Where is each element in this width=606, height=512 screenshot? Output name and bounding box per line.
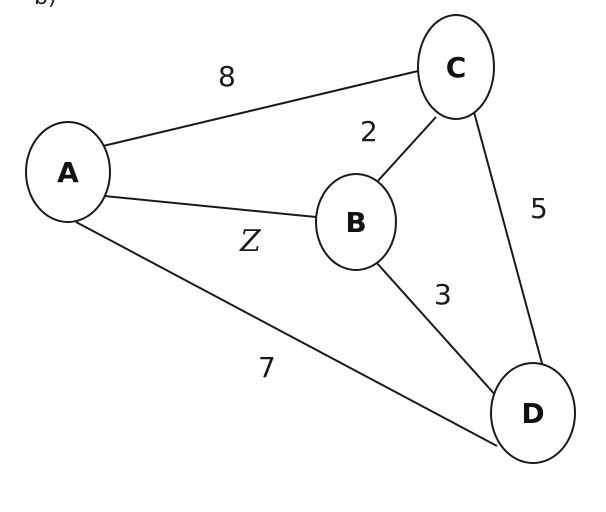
edge-weight-b-c: 2 — [360, 115, 378, 148]
node-d-label: D — [521, 397, 544, 430]
edge-weight-c-d: 5 — [530, 192, 548, 225]
edge-b-c — [375, 116, 437, 184]
node-d-circle — [490, 362, 576, 464]
node-c-circle — [417, 14, 495, 120]
edge-weight-a-d: 7 — [258, 351, 276, 384]
edge-weight-a-b: Z — [239, 224, 262, 259]
node-a-label: A — [57, 156, 79, 189]
edge-a-c — [102, 70, 419, 147]
node-b-label: B — [345, 206, 366, 239]
edges — [75, 70, 544, 447]
edge-b-d — [375, 261, 499, 399]
node-c-label: C — [446, 51, 467, 84]
edge-c-d — [473, 111, 544, 368]
edge-a-b — [103, 195, 317, 218]
edge-weight-a-c: 8 — [218, 60, 236, 93]
node-b: B — [315, 173, 397, 271]
node-b-circle — [315, 173, 397, 271]
edge-weight-b-d: 3 — [434, 278, 452, 311]
edge-a-d — [75, 221, 498, 447]
edge-weights: 8 Z 7 2 3 5 — [218, 60, 548, 384]
corner-label: b) — [34, 0, 57, 10]
node-c: C — [417, 14, 495, 120]
node-a: A — [25, 121, 111, 223]
node-d: D — [490, 362, 576, 464]
node-a-circle — [25, 121, 111, 223]
